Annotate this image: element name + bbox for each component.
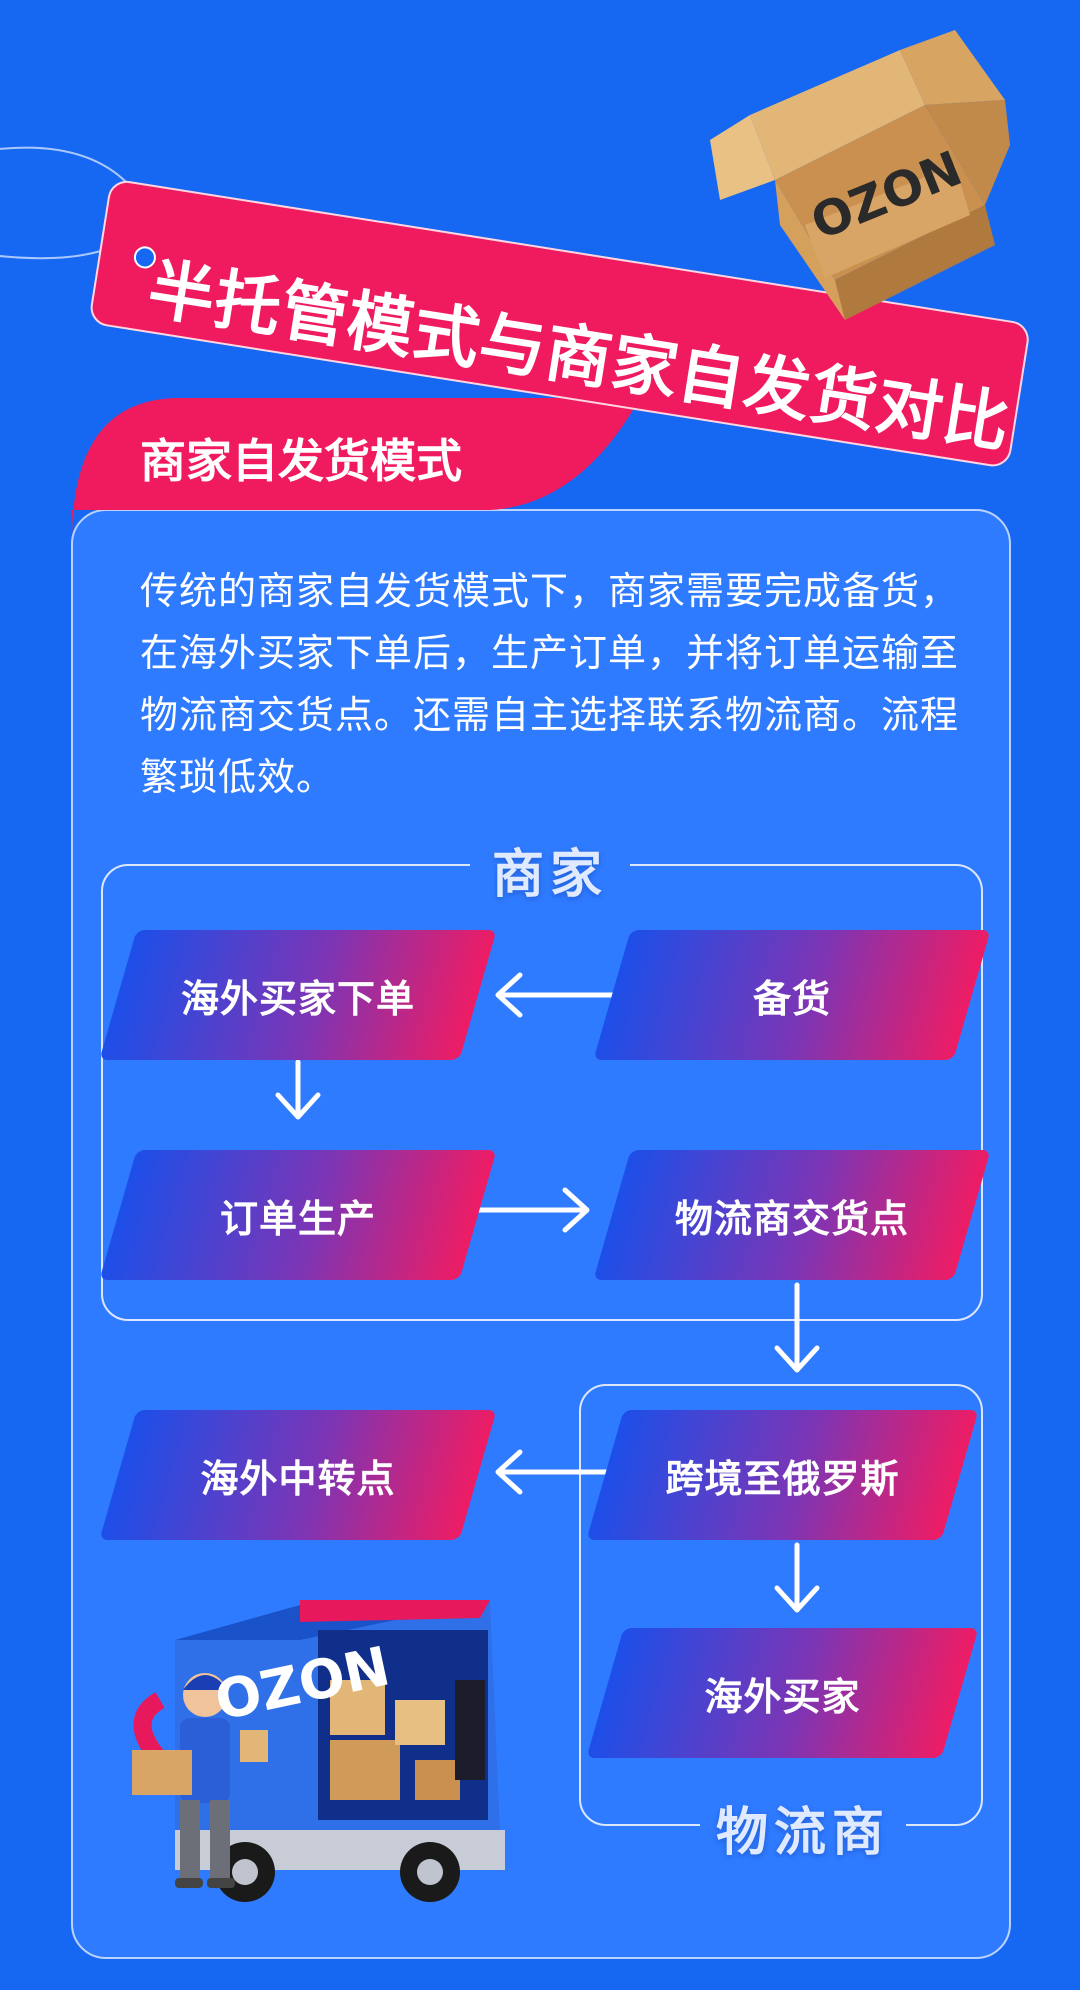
merchant-section-label: 商家 [492, 845, 609, 905]
title-banner [90, 180, 1029, 467]
tag-hole [133, 246, 156, 269]
step-cross-border: 跨境至俄罗斯 [605, 1410, 960, 1540]
mode-description: 传统的商家自发货模式下，商家需要完成备货，在海外买家下单后，生产订单，并将订单运… [140, 569, 960, 799]
step-label: 物流商交货点 [674, 1196, 909, 1241]
step-label: 海外中转点 [200, 1456, 396, 1501]
step-handover-point: 物流商交货点 [612, 1150, 972, 1280]
step-order-production: 订单生产 [118, 1150, 478, 1280]
content-card [71, 509, 1011, 1959]
logistics-section-label-wrap: 物流商 [700, 1790, 907, 1865]
step-overseas-order: 海外买家下单 [118, 930, 478, 1060]
mode-tab-title: 商家自发货模式 [140, 434, 462, 488]
merchant-section-label-wrap: 商家 [470, 832, 631, 907]
arrow-crossborder-to-buyer [774, 1542, 820, 1613]
arrow-order-to-production [275, 1059, 321, 1120]
ozon-van-illustration [132, 1600, 505, 1902]
step-label: 备货 [752, 976, 831, 1021]
step-label: 跨境至俄罗斯 [665, 1456, 900, 1501]
step-label: 海外买家下单 [180, 976, 415, 1021]
step-label: 海外买家 [704, 1674, 861, 1719]
step-label: 订单生产 [219, 1196, 376, 1241]
arrow-stock-to-order [495, 972, 633, 1018]
ozon-box-illustration [710, 30, 1010, 320]
step-overseas-buyer: 海外买家 [605, 1628, 960, 1758]
mode-tab [72, 398, 640, 540]
flow-arrows [275, 972, 820, 1613]
logistics-section-label: 物流商 [716, 1803, 891, 1863]
step-overseas-transit: 海外中转点 [118, 1410, 478, 1540]
step-stocking: 备货 [612, 930, 972, 1060]
arrow-production-to-handover [462, 1187, 590, 1233]
arrow-handover-to-crossborder [774, 1282, 820, 1373]
